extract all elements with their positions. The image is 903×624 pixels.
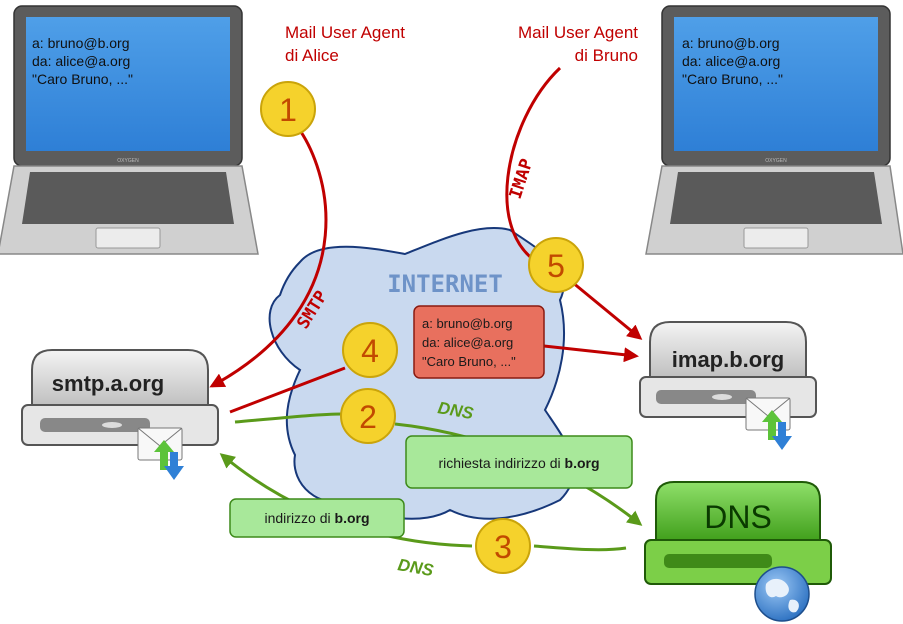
- imap-arrow-line: [505, 66, 562, 270]
- step-2: 2: [340, 388, 396, 444]
- smtp-mail-icon: [137, 427, 184, 480]
- dns-reply-box: indirizzo di b.org: [229, 498, 405, 538]
- protocol-dns-bottom: DNS: [396, 555, 435, 580]
- bruno-screen-from: da: alice@a.org: [682, 53, 780, 69]
- svg-text:3: 3: [494, 529, 512, 565]
- alice-laptop-brand: OXYGEN: [117, 158, 139, 164]
- step-3: 3: [475, 518, 531, 574]
- relay-arrow-in: [229, 366, 346, 414]
- step-5: 5: [528, 237, 584, 293]
- laptop-bruno: a: bruno@b.org da: alice@a.org "Caro Bru…: [645, 5, 903, 255]
- svg-text:indirizzo di b.org: indirizzo di b.org: [264, 510, 369, 526]
- cloud-label: INTERNET: [387, 270, 503, 298]
- step-4: 4: [342, 322, 398, 378]
- mua-alice-line2: di Alice: [285, 46, 339, 65]
- laptop-alice: a: bruno@b.org da: alice@a.org "Caro Bru…: [0, 5, 259, 255]
- server-imap: imap.b.org: [639, 321, 817, 450]
- relay-arrow-out: [543, 344, 639, 363]
- server-smtp-label: smtp.a.org: [52, 371, 164, 396]
- alice-screen-to: a: bruno@b.org: [32, 35, 130, 51]
- message-box: a: bruno@b.org da: alice@a.org "Caro Bru…: [413, 305, 545, 379]
- server-imap-label: imap.b.org: [672, 347, 784, 372]
- dns-request-text: richiesta indirizzo di: [438, 455, 564, 471]
- smtp-arrow: [209, 116, 328, 388]
- svg-text:5: 5: [547, 248, 565, 284]
- bruno-screen-body: "Caro Bruno, ...": [682, 71, 783, 87]
- svg-text:2: 2: [359, 399, 377, 435]
- mua-bruno-line2: di Bruno: [575, 46, 638, 65]
- globe-icon: [754, 566, 810, 622]
- dns-reply-arrow: [533, 544, 627, 552]
- dns-request-box: richiesta indirizzo di b.org: [405, 435, 633, 489]
- server-smtp: smtp.a.org: [21, 349, 219, 480]
- message-from: da: alice@a.org: [422, 335, 513, 350]
- dns-reply-text: indirizzo di: [264, 510, 334, 526]
- dns-reply-domain: b.org: [335, 510, 370, 526]
- bruno-laptop-brand: OXYGEN: [765, 158, 787, 164]
- svg-text:1: 1: [279, 92, 297, 128]
- alice-screen-body: "Caro Bruno, ...": [32, 71, 133, 87]
- step-1: 1: [260, 81, 316, 137]
- svg-text:richiesta indirizzo di b.org: richiesta indirizzo di b.org: [438, 455, 599, 471]
- dns-request-domain: b.org: [565, 455, 600, 471]
- message-to: a: bruno@b.org: [422, 316, 513, 331]
- message-body: "Caro Bruno, ...": [422, 354, 516, 369]
- server-dns: DNS: [644, 481, 832, 622]
- imap-mail-icon: [745, 397, 792, 450]
- bruno-screen-to: a: bruno@b.org: [682, 35, 780, 51]
- mua-bruno-line1: Mail User Agent: [518, 23, 638, 42]
- alice-screen-from: da: alice@a.org: [32, 53, 130, 69]
- imap-arrow: [571, 280, 643, 340]
- mua-alice-line1: Mail User Agent: [285, 23, 405, 42]
- server-dns-label: DNS: [704, 499, 772, 535]
- svg-text:4: 4: [361, 333, 379, 369]
- dns-request-arrow: [234, 412, 343, 424]
